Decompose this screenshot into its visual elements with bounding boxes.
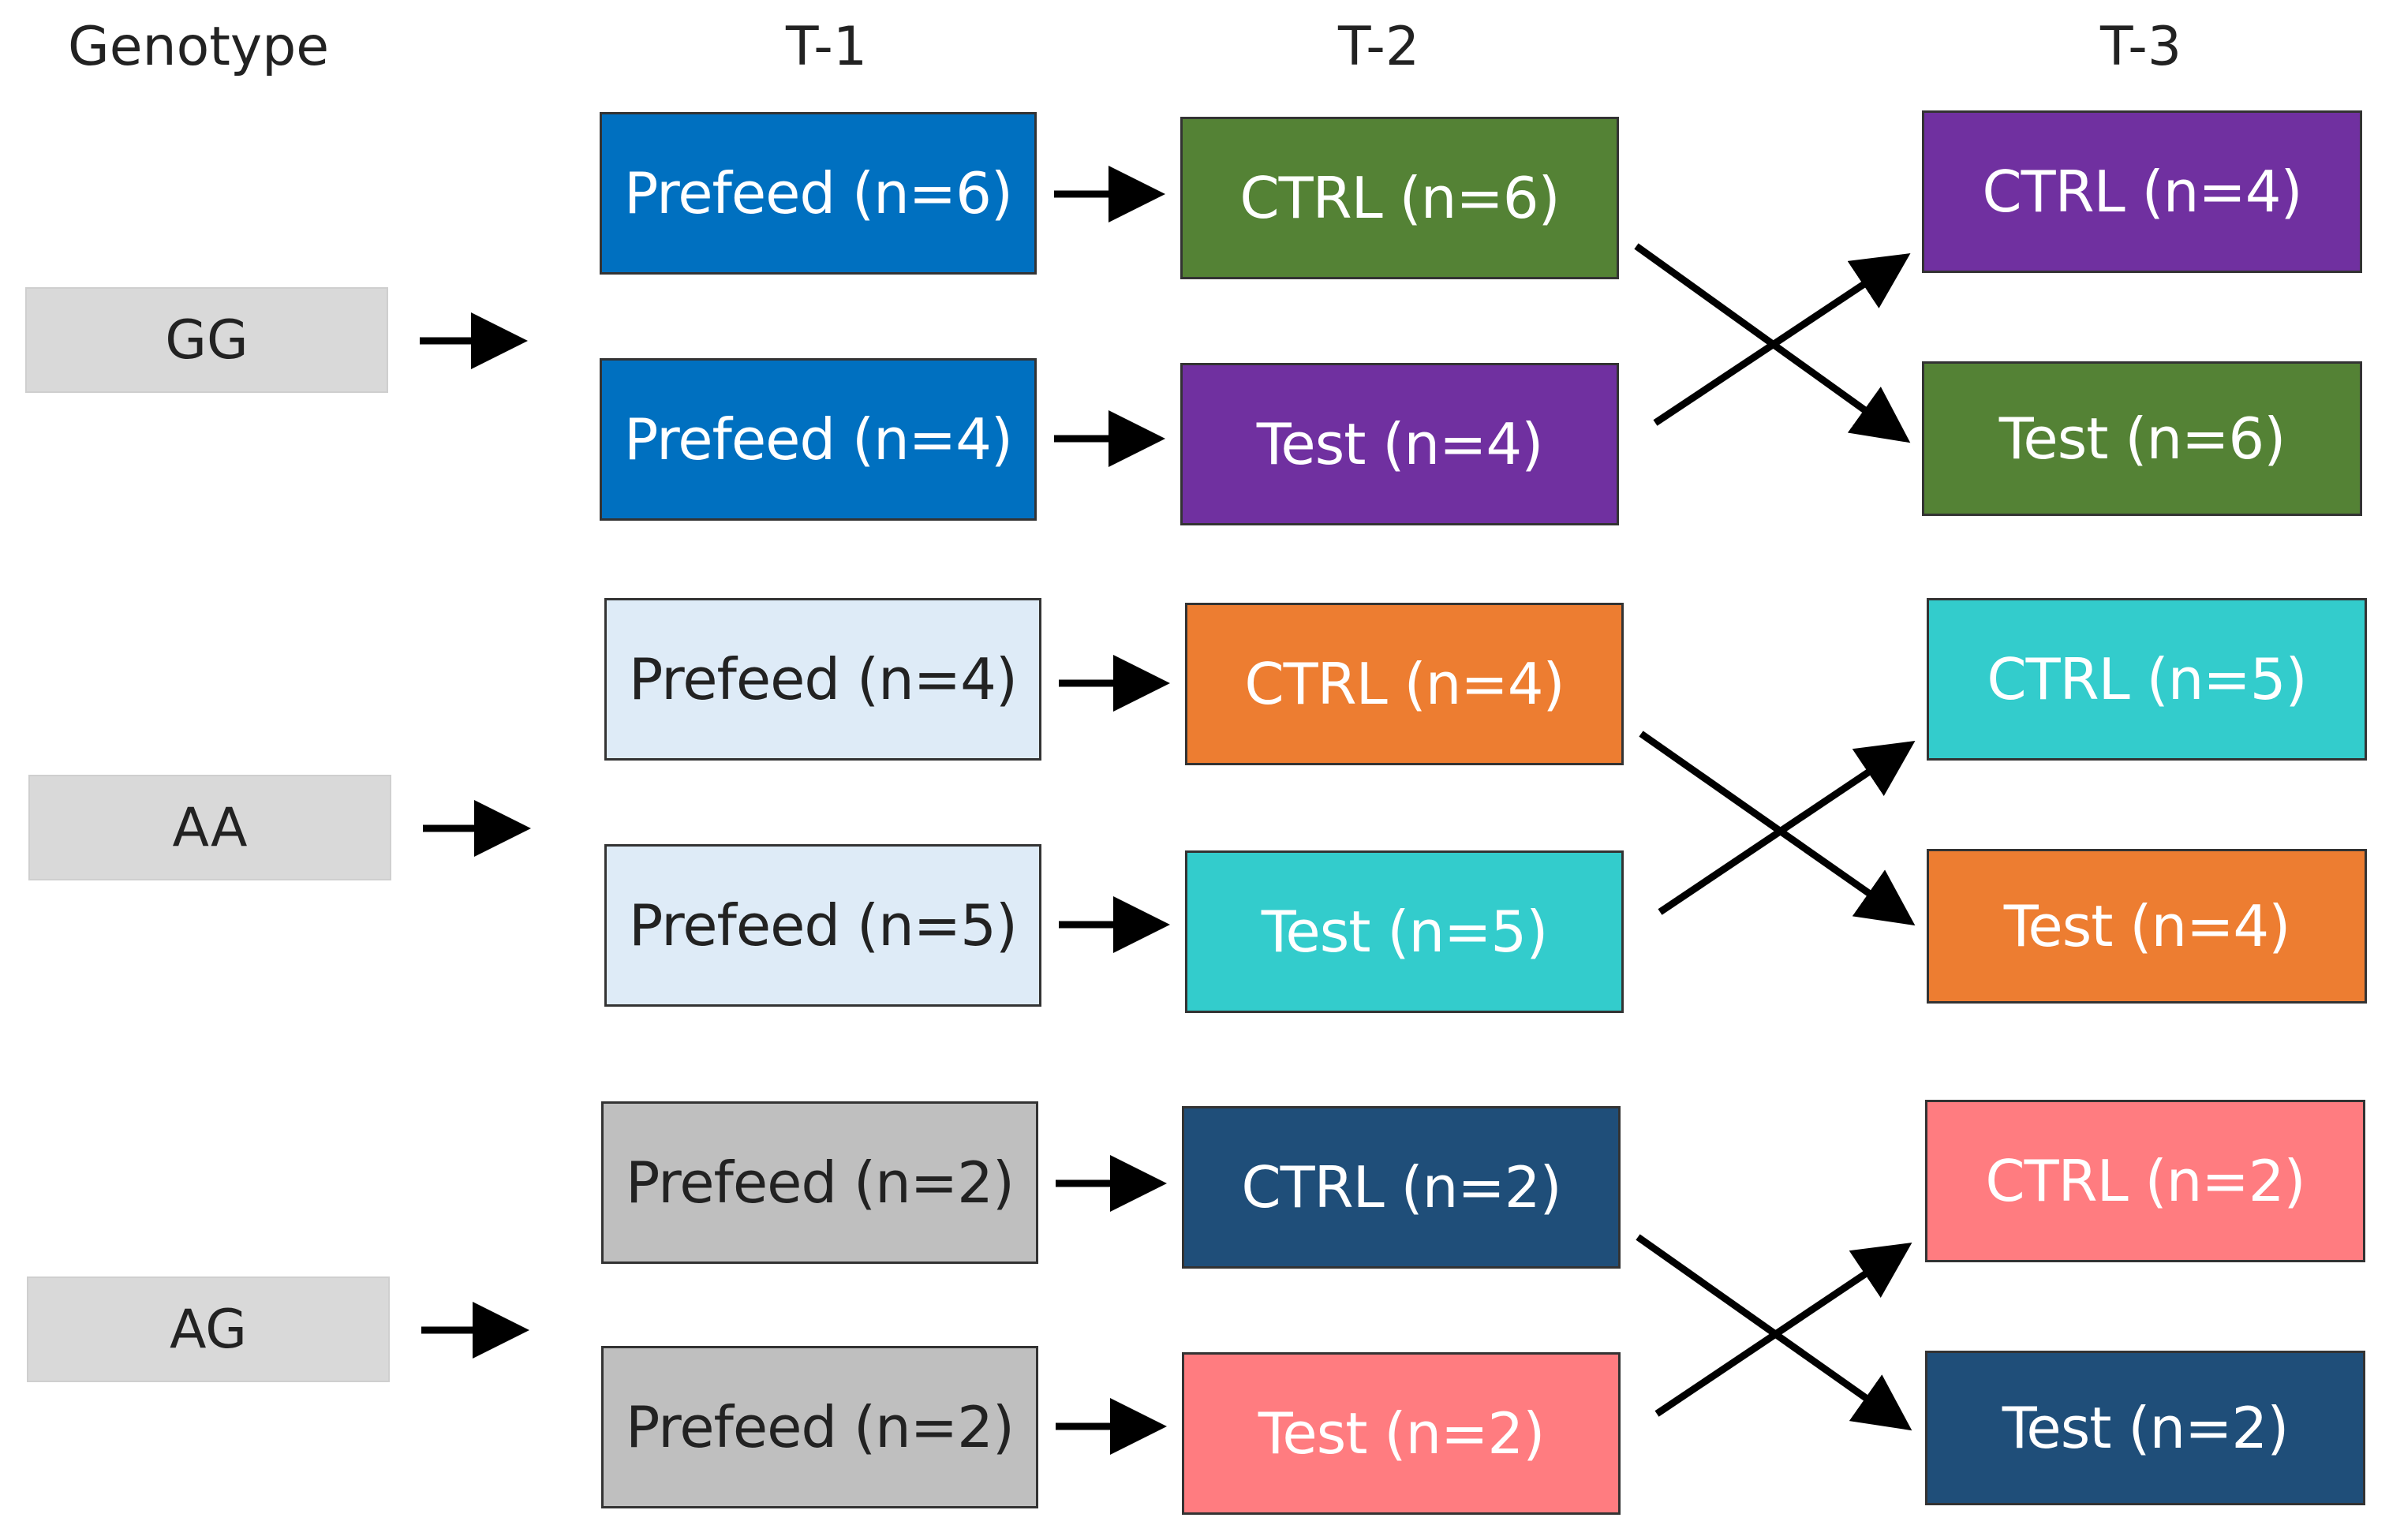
t1-box-aa-2: Prefeed (n=5) [604, 844, 1041, 1007]
t1-box-ag-2: Prefeed (n=2) [601, 1346, 1038, 1508]
genotype-box-ag: AG [27, 1276, 390, 1382]
header-t1: T-1 [786, 16, 868, 78]
t3-box-gg-ctrl: CTRL (n=4) [1922, 110, 2362, 273]
header-t2: T-2 [1338, 16, 1420, 78]
genotype-box-aa: AA [28, 775, 391, 880]
t3-box-ag-test: Test (n=2) [1925, 1351, 2365, 1505]
t2-box-ag-ctrl: CTRL (n=2) [1182, 1106, 1621, 1269]
t3-box-aa-test: Test (n=4) [1927, 849, 2367, 1004]
header-t3: T-3 [2100, 16, 2182, 78]
t1-box-aa-1: Prefeed (n=4) [604, 598, 1041, 761]
t1-box-gg-1: Prefeed (n=6) [600, 112, 1037, 275]
t1-box-gg-2: Prefeed (n=4) [600, 358, 1037, 521]
arrow-aa-cross-up [1658, 740, 1916, 915]
t3-box-ag-ctrl: CTRL (n=2) [1925, 1100, 2365, 1262]
t2-box-gg-test: Test (n=4) [1180, 363, 1619, 525]
genotype-box-gg: GG [25, 287, 388, 393]
arrow-ag-cross-up [1654, 1242, 1912, 1417]
t2-box-gg-ctrl: CTRL (n=6) [1180, 117, 1619, 279]
arrow-gg-cross-up [1653, 253, 1911, 426]
header-genotype: Genotype [68, 16, 330, 78]
t1-box-ag-1: Prefeed (n=2) [601, 1101, 1038, 1264]
t2-box-aa-ctrl: CTRL (n=4) [1185, 603, 1624, 765]
arrow-aa-cross-down [1639, 731, 1916, 926]
t3-box-aa-ctrl: CTRL (n=5) [1927, 598, 2367, 761]
arrow-ag-cross-down [1636, 1234, 1912, 1431]
t2-box-ag-test: Test (n=2) [1182, 1352, 1621, 1515]
t3-box-gg-test: Test (n=6) [1922, 361, 2362, 516]
t2-box-aa-test: Test (n=5) [1185, 850, 1624, 1013]
